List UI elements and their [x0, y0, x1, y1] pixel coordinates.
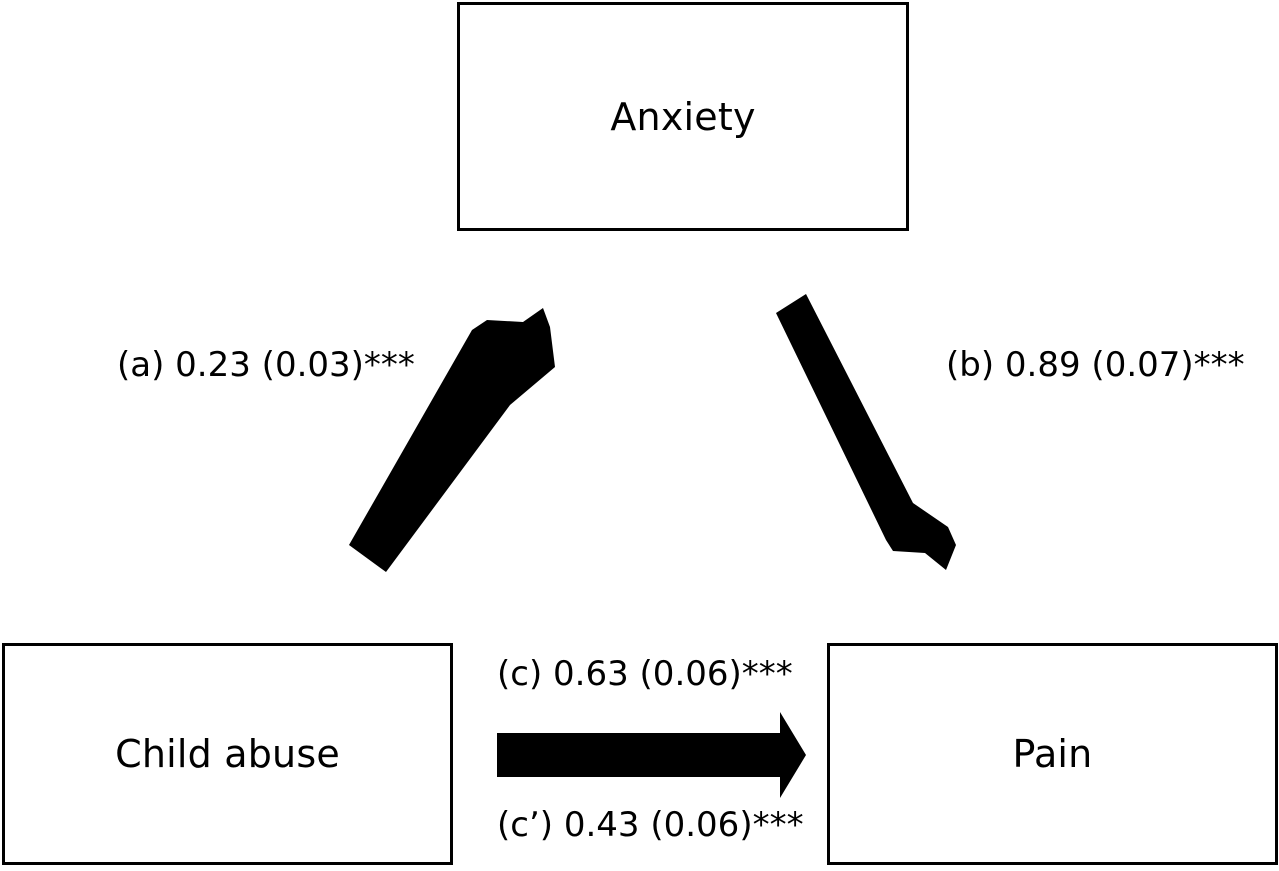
path-label-a: (a) 0.23 (0.03)*** [117, 345, 415, 385]
node-box-anxiety[interactable]: Anxiety [457, 2, 909, 231]
arrow-path-c [497, 712, 806, 798]
node-label-pain: Pain [1012, 732, 1093, 776]
path-label-b: (b) 0.89 (0.07)*** [946, 345, 1245, 385]
path-label-c-prime: (c’) 0.43 (0.06)*** [497, 805, 804, 845]
node-box-pain[interactable]: Pain [827, 643, 1278, 865]
node-label-anxiety: Anxiety [610, 94, 756, 139]
arrow-path-b [776, 294, 956, 570]
node-label-child-abuse: Child abuse [115, 732, 340, 776]
node-box-child-abuse[interactable]: Child abuse [2, 643, 453, 865]
path-label-c: (c) 0.63 (0.06)*** [497, 654, 793, 694]
